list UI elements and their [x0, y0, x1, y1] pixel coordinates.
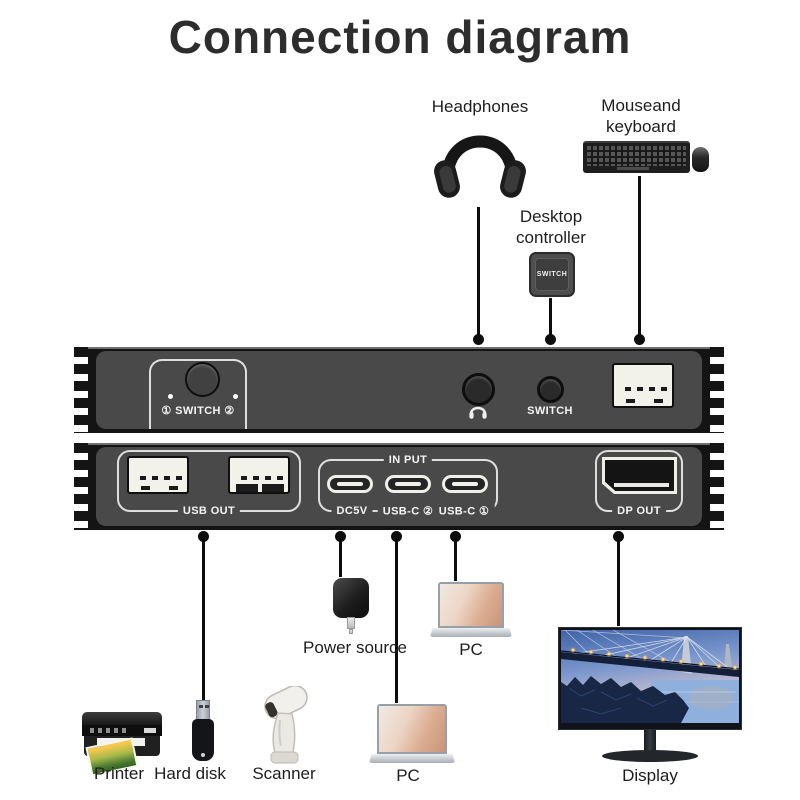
monitor-stand-base	[602, 750, 698, 762]
connection-dot	[613, 531, 624, 542]
mouse-keyboard-label-line1: Mouseand	[601, 96, 681, 115]
dc5v-label: DC5V	[331, 505, 373, 517]
usb-c-port-dc5v	[327, 475, 373, 493]
usb-a-port-out-2	[228, 456, 290, 494]
connection-dot	[335, 531, 346, 542]
usb-flash-drive-icon	[192, 700, 214, 762]
switch-group-outline	[149, 359, 247, 429]
power-adapter-icon	[333, 578, 369, 618]
connection-dot	[391, 531, 402, 542]
display-label: Display	[622, 766, 678, 785]
headphones-label: Headphones	[431, 97, 529, 116]
usb-c-port-2	[385, 475, 431, 493]
keyboard-icon	[583, 141, 690, 173]
panel-fins-left	[74, 443, 88, 530]
connection-line-headphones	[477, 207, 480, 336]
switch-group-label: ① SWITCH ②	[161, 405, 235, 417]
usb-c1-label: USB-C ①	[433, 504, 495, 518]
usb-a-port-out-1	[127, 456, 189, 494]
connection-line-power	[339, 537, 342, 577]
connection-line-pc-upper	[454, 537, 457, 581]
keyboard-spacebar	[617, 167, 650, 170]
pc-upper-label: PC	[459, 640, 483, 659]
panel-fins-left	[74, 347, 88, 433]
connection-dot	[450, 531, 461, 542]
switch-select-button	[185, 362, 220, 397]
headphone-jack-icon	[468, 402, 488, 425]
pc-lower-label: PC	[396, 766, 420, 785]
mouse-keyboard-label: Mouseand keyboard	[581, 96, 701, 137]
usb-c2-label: USB-C ②	[377, 504, 439, 518]
connection-dot	[545, 334, 556, 345]
hard-disk-label: Hard disk	[154, 764, 226, 783]
power-adapter-prong-tip	[349, 629, 353, 634]
laptop-lower-deck	[369, 754, 455, 763]
monitor-icon	[558, 625, 742, 730]
printer-icon	[82, 712, 162, 777]
mouse-icon	[692, 147, 709, 172]
connection-line-hard-disk	[202, 537, 205, 700]
led-indicator-1	[168, 394, 173, 399]
connection-line-keyboard	[638, 176, 641, 336]
headphones-icon	[434, 114, 526, 211]
printer-label: Printer	[93, 764, 145, 783]
panel-fins-right	[710, 347, 724, 433]
headphone-jack	[462, 373, 495, 406]
panel-fins-right	[710, 443, 724, 530]
laptop-lower-icon	[377, 704, 447, 754]
input-label: IN PUT	[383, 454, 433, 466]
dp-out-label: DP OUT	[612, 505, 666, 517]
usb-a-port-front	[612, 363, 674, 408]
connection-line-display	[617, 537, 620, 626]
monitor-stand-neck	[644, 730, 656, 752]
connection-line-pc-lower	[395, 537, 398, 703]
desktop-controller-label: Desktop controller	[491, 207, 611, 248]
keyboard-keys	[587, 146, 686, 166]
dp-port	[602, 457, 677, 494]
connection-dot	[634, 334, 645, 345]
usb-out-label: USB OUT	[177, 505, 241, 517]
laptop-wallpaper	[379, 706, 445, 752]
power-source-label: Power source	[303, 638, 407, 657]
laptop-wallpaper	[440, 584, 502, 626]
display-wallpaper	[560, 625, 740, 723]
barcode-scanner-icon	[250, 684, 316, 769]
desktop-controller-label-line1: Desktop	[519, 207, 583, 226]
laptop-upper-deck	[430, 628, 512, 637]
power-adapter-prong	[347, 617, 355, 629]
desktop-controller-label-line2: controller	[516, 227, 586, 247]
switch-button-label: SWITCH	[527, 405, 573, 417]
led-indicator-2	[233, 394, 238, 399]
scanner-label: Scanner	[252, 764, 316, 783]
switch-button	[537, 376, 564, 403]
laptop-upper-icon	[438, 582, 504, 628]
desktop-controller-switch-button: SWITCH	[535, 258, 569, 291]
connection-dot	[198, 531, 209, 542]
connection-dot	[473, 334, 484, 345]
mouse-keyboard-label-line2: keyboard	[606, 116, 676, 136]
desktop-controller-icon: SWITCH	[529, 252, 575, 297]
page-title: Connection diagram	[168, 11, 632, 63]
usb-c-port-1	[442, 475, 488, 493]
connection-line-controller	[549, 298, 552, 336]
